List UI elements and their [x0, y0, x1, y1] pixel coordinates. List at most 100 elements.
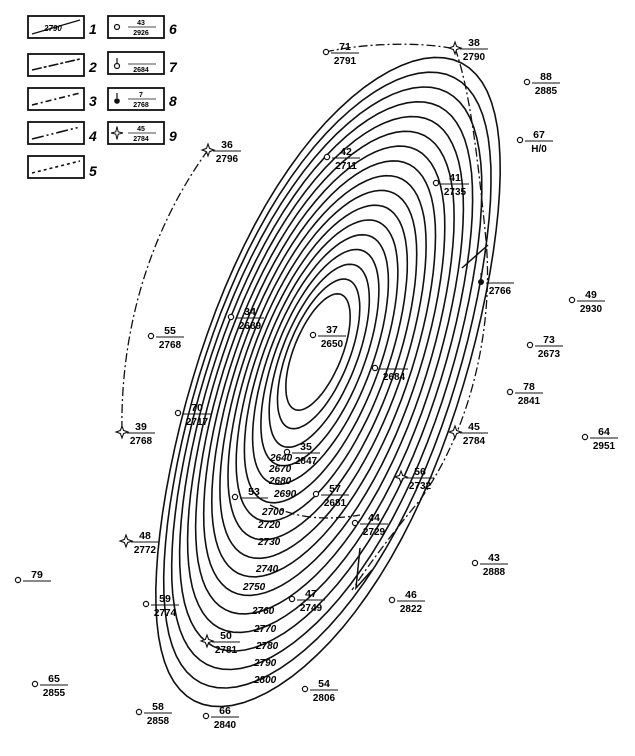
contour-label: 2790: [253, 658, 277, 669]
contour-line: [251, 233, 390, 486]
well-number: 64: [598, 426, 610, 438]
well-value: 2749: [300, 603, 323, 614]
well-number: 38: [468, 37, 480, 49]
well-number: 41: [449, 172, 461, 184]
contour-line: [227, 189, 418, 541]
well-value: H/0: [531, 144, 547, 155]
legend-num-8: 8: [169, 93, 177, 109]
well-value: 2855: [43, 688, 66, 699]
legend-box-3: [27, 87, 85, 111]
well-number: 42: [340, 146, 352, 158]
well-number: 39: [135, 421, 147, 433]
well-value: 2930: [580, 304, 603, 315]
legend-num-5: 5: [89, 163, 97, 179]
well-number: 50: [220, 630, 232, 642]
well-value: 2729: [363, 527, 386, 538]
contour-label: 2740: [255, 564, 279, 575]
well-value: 2781: [215, 645, 238, 656]
well-number: 71: [339, 41, 351, 53]
well-value: 2806: [313, 693, 336, 704]
legend-item-7: 2684 7: [107, 51, 178, 75]
well-open-icon: [388, 596, 396, 604]
legend-well-filled-icon: [114, 98, 120, 104]
well-value: 2796: [216, 154, 239, 165]
legend: 2790 1 2 3 4 5 43 2926 6: [27, 15, 178, 179]
well-open-icon: [31, 680, 39, 688]
well-open-icon: [351, 519, 359, 527]
well-open-icon: [523, 78, 531, 86]
well-value: 2711: [335, 161, 357, 172]
well-number: 44: [368, 512, 380, 524]
legend-num-9: 9: [169, 128, 177, 144]
contour-line: [268, 263, 371, 449]
well-value: 2888: [483, 567, 506, 578]
legend-bottom-7: 2684: [133, 67, 149, 74]
well-number: 73: [543, 334, 555, 346]
well-number: 54: [318, 678, 330, 690]
well-star-icon: [199, 633, 215, 649]
well-value: 2735: [444, 187, 467, 198]
well-value: 2840: [214, 720, 237, 731]
well-value: 2784: [463, 436, 486, 447]
contour-line: [162, 71, 492, 689]
legend-item-4: 4: [27, 121, 97, 145]
well-value: 2847: [295, 456, 318, 467]
well-open-icon: [526, 341, 534, 349]
contour-label: 2770: [253, 624, 277, 635]
well-open-icon: [227, 313, 235, 321]
well-number: 65: [48, 673, 60, 685]
well-value: 2772: [134, 545, 157, 556]
contour-label: 2690: [273, 489, 297, 500]
well-star-icon: [393, 469, 409, 485]
well-open-icon: [371, 364, 379, 372]
well-open-icon: [301, 685, 309, 693]
contour-label: 2800: [253, 675, 277, 686]
well: 65 2855: [31, 673, 68, 699]
legend-box-9: [107, 121, 165, 145]
legend-item-9: 45 2784 9: [107, 121, 177, 145]
well-value: 2717: [186, 417, 209, 428]
well-open-icon: [516, 136, 524, 144]
well-number: 78: [523, 381, 535, 393]
legend-box-2: [27, 53, 85, 77]
legend-item-1: 2790 1: [27, 15, 97, 39]
well: 2684: [371, 364, 408, 383]
well-star-icon: [118, 533, 134, 549]
legend-well-stem-icon: [113, 62, 121, 70]
well-number: 37: [326, 324, 338, 336]
legend-box-7: [107, 51, 165, 75]
legend-num-7: 7: [169, 59, 178, 75]
well-open-icon: [309, 331, 317, 339]
well-number: 66: [219, 705, 231, 717]
well-number: 47: [305, 588, 317, 600]
well: 53: [231, 486, 268, 501]
well-star-icon: [447, 40, 463, 56]
fault-branch: [461, 244, 489, 269]
well-number: 46: [405, 589, 417, 601]
contour-line: [154, 56, 502, 708]
well-value: 2791: [334, 56, 357, 67]
well: 71 2791: [322, 41, 359, 67]
well-number: 36: [221, 139, 233, 151]
legend-box-8: [107, 87, 165, 111]
well-value: 2689: [239, 321, 262, 332]
legend-item-8: 7 2768 8: [107, 87, 177, 111]
well-open-icon: [322, 48, 330, 56]
contour-line: [235, 204, 409, 523]
contour-label: 2640: [269, 453, 293, 464]
well: 54 2806: [301, 678, 338, 704]
